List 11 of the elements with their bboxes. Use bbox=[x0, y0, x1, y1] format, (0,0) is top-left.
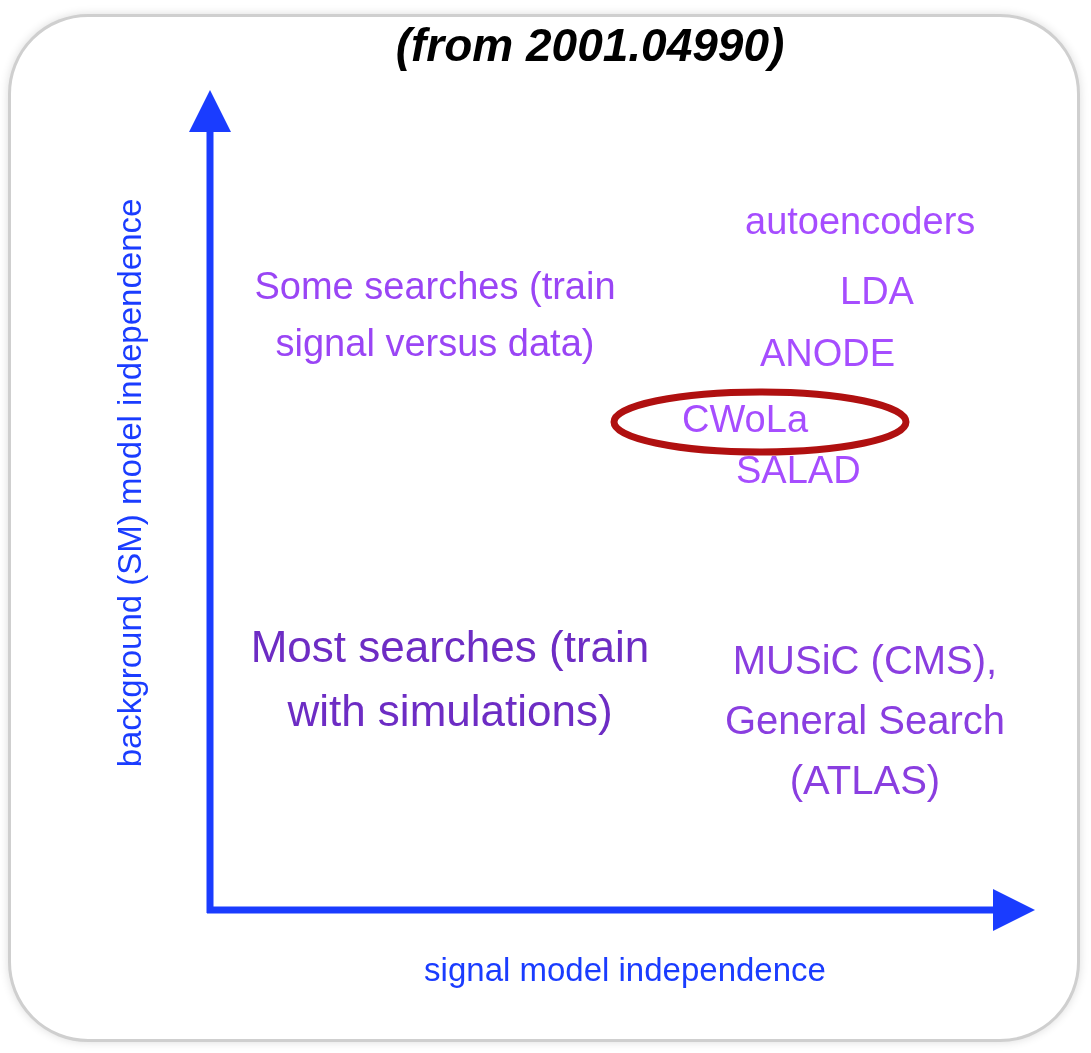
axis-title: signal model independence bbox=[423, 950, 827, 990]
quadrant-label: Most searches (train with simulations) bbox=[250, 621, 650, 737]
title: (from 2001.04990) bbox=[394, 18, 786, 72]
method-label: CWoLa bbox=[682, 397, 809, 442]
method-label: LDA bbox=[840, 269, 915, 314]
quadrant-label: MUSiC (CMS), General Search (ATLAS) bbox=[723, 637, 1007, 804]
quadrant-label: Some searches (train signal versus data) bbox=[253, 264, 617, 366]
method-label: ANODE bbox=[760, 331, 897, 376]
method-label: autoencoders bbox=[745, 199, 977, 244]
axis-title: background (SM) model independence bbox=[110, 197, 149, 770]
method-label: SALAD bbox=[736, 448, 862, 493]
